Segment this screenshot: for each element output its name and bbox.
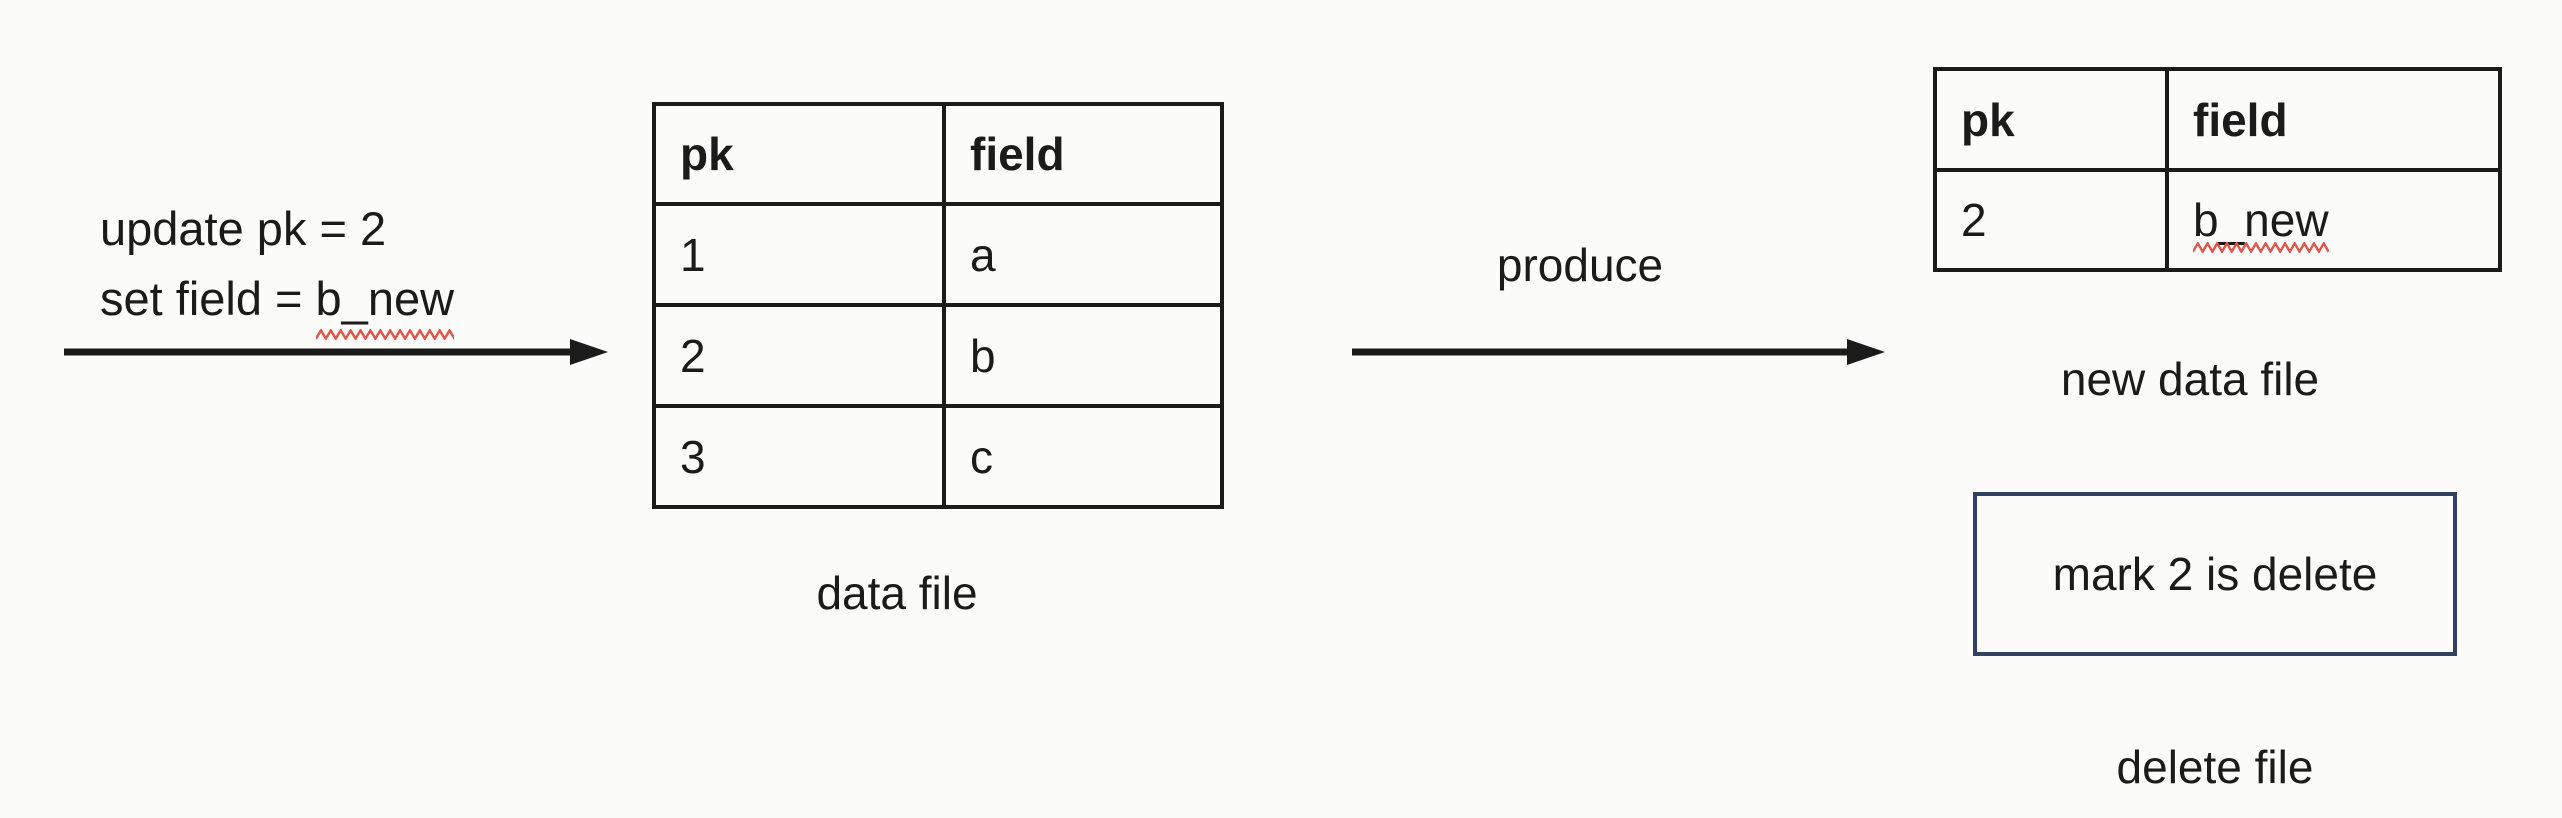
data-file-table: pk field 1 a 2 b 3 c (652, 102, 1224, 509)
header-cell-pk: pk (1933, 67, 2169, 172)
new-data-file-table: pk field 2 b_new (1933, 67, 2502, 272)
annotation-word-text: b_new (315, 272, 455, 325)
table-cell-pk: 3 (652, 404, 946, 509)
produce-arrow (1352, 339, 1885, 365)
table-cell-field: b_new (2165, 168, 2502, 272)
annotation-line-1: update pk = 2 (100, 202, 387, 255)
table-header-row: pk field (652, 102, 1224, 206)
header-cell-field: field (2165, 67, 2502, 172)
cell-word-text: b_new (2193, 194, 2329, 246)
header-cell-field: field (942, 102, 1224, 206)
table-cell-pk: 2 (652, 303, 946, 408)
table-cell-pk: 2 (1933, 168, 2169, 272)
table-row: 3 c (652, 404, 1224, 509)
table-cell-pk: 1 (652, 202, 946, 307)
new-data-file-caption: new data file (2060, 353, 2320, 405)
table-row: 2 b (652, 303, 1224, 408)
mark-delete-label: mark 2 is delete (2052, 548, 2378, 600)
spellcheck-squiggle-icon (315, 329, 455, 340)
table-cell-field: a (942, 202, 1224, 307)
table-cell-field: c (942, 404, 1224, 509)
produce-label: produce (1496, 239, 1664, 291)
annotation-misspelled-word: b_new (315, 264, 455, 340)
table-header-row: pk field (1933, 67, 2502, 172)
annotation-line-2-prefix: set field = (100, 272, 316, 325)
update-annotation: update pk = 2 set field = b_new (100, 194, 455, 340)
delete-file-caption: delete file (2116, 741, 2314, 793)
annotation-line-2: set field = b_new (100, 264, 455, 340)
table-row: 1 a (652, 202, 1224, 307)
spellcheck-squiggle-icon (2193, 242, 2329, 253)
cell-misspelled-word: b_new (2193, 193, 2329, 253)
table-row: 2 b_new (1933, 168, 2502, 272)
data-file-caption: data file (816, 567, 978, 619)
table-cell-field: b (942, 303, 1224, 408)
header-cell-pk: pk (652, 102, 946, 206)
update-arrow (64, 339, 608, 365)
mark-delete-box: mark 2 is delete (1973, 492, 2457, 656)
